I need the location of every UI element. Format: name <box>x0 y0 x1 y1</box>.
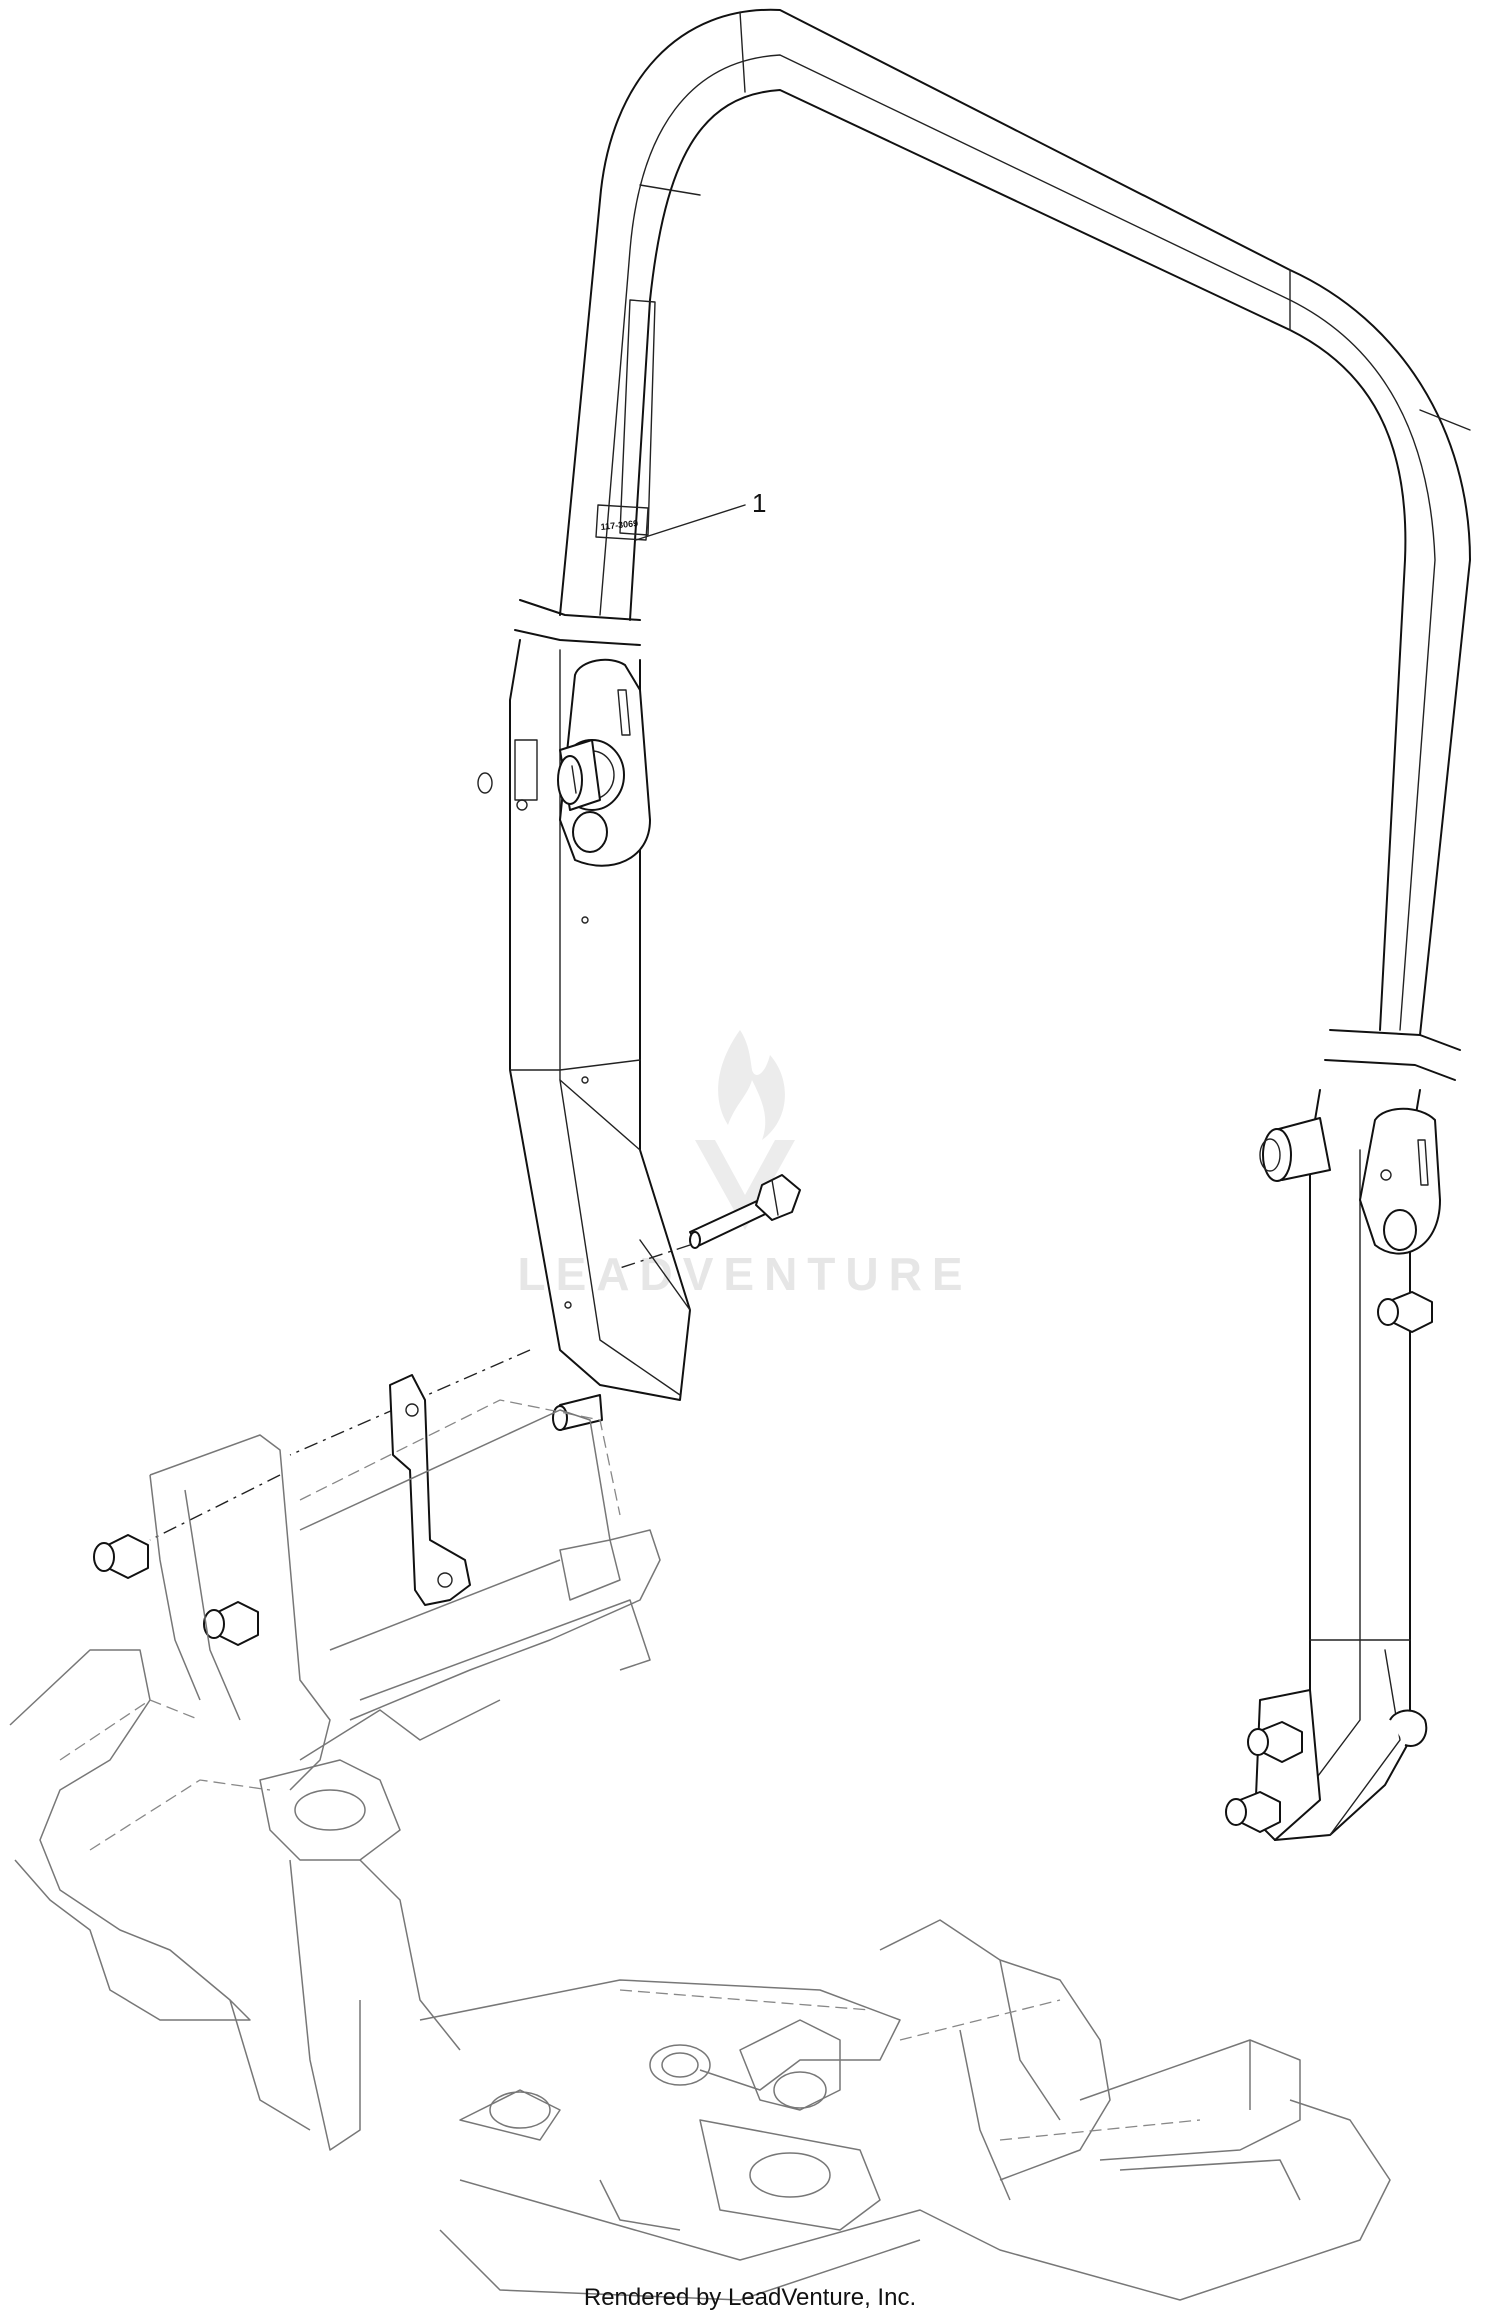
callout-label: 1 <box>752 488 766 518</box>
flange-nut <box>1377 1291 1433 1333</box>
decal-part-number: 117-3069 <box>600 518 638 532</box>
footer-credit: Rendered by LeadVenture, Inc. <box>583 2284 917 2311</box>
lv-logo-icon <box>695 1140 795 1230</box>
warning-decal: 117-3069 <box>595 299 656 541</box>
flange-nut <box>203 1601 259 1646</box>
roll-bar: 117-3069 <box>477 8 1471 1841</box>
hex-bolt <box>689 1174 801 1249</box>
flange-nut <box>93 1534 149 1579</box>
callout-1: 1 <box>635 488 766 541</box>
flame-icon <box>718 1030 785 1140</box>
mounting-plate <box>389 1374 471 1606</box>
flange-nut <box>1225 1791 1281 1833</box>
watermark-text: LEADVENTURE <box>517 1248 972 1300</box>
mower-frame <box>9 1399 1391 2301</box>
watermark: LEADVENTURE <box>517 1030 972 1300</box>
flange-nut <box>1247 1721 1303 1763</box>
